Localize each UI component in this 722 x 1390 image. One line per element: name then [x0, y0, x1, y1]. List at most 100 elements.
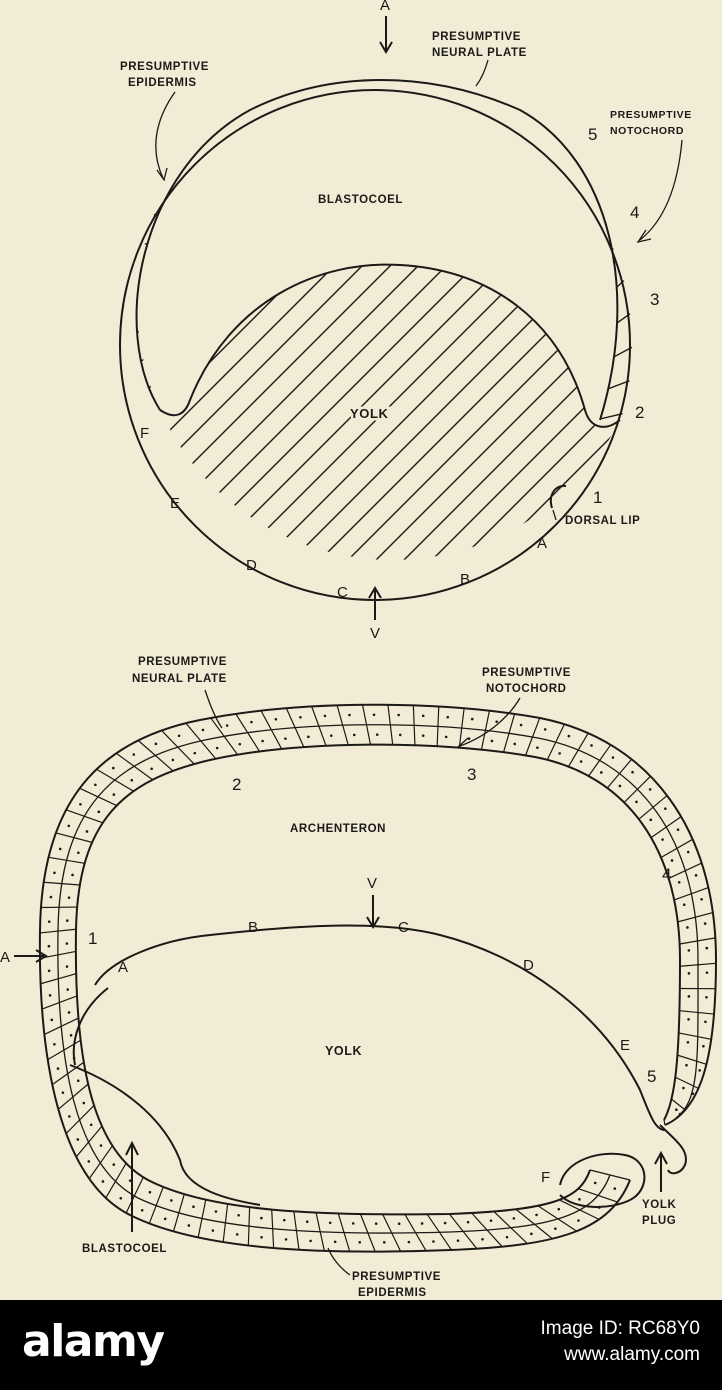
cell-nucleus-dot	[89, 1123, 93, 1127]
cell-wall-line	[172, 1194, 185, 1232]
ectoderm-hatch-line	[524, 142, 534, 192]
cell-wall-line	[96, 768, 134, 792]
yolk-hatch-line	[399, 264, 620, 561]
yolk-hatch-line	[160, 264, 620, 561]
bottom-notochord-leader	[456, 697, 521, 750]
top-epidermis-label-2: EPIDERMIS	[128, 77, 197, 89]
ectoderm-hatch-line	[136, 264, 176, 278]
yolk-hatch-line	[427, 264, 620, 561]
cell-nucleus-dot	[397, 713, 400, 717]
cell-nucleus-dot	[65, 919, 69, 922]
cell-nucleus-dot	[76, 1138, 80, 1141]
ectoderm-hatch-line	[153, 213, 203, 217]
top-letter-f: F	[140, 425, 149, 442]
cell-nucleus-dot	[505, 1235, 509, 1239]
cell-nucleus-dot	[691, 1092, 695, 1096]
cell-nucleus-dot	[407, 1240, 411, 1244]
cell-wall-line	[105, 1162, 127, 1199]
cell-nucleus-dot	[694, 874, 698, 877]
top-v-label: V	[370, 625, 380, 642]
cell-nucleus-dot	[66, 988, 70, 991]
ectoderm-hatch-line	[410, 90, 429, 137]
top-number-1: 1	[593, 488, 602, 507]
cell-nucleus-dot	[664, 807, 667, 810]
cell-nucleus-dot	[432, 1240, 435, 1243]
cell-wall-line	[493, 1211, 528, 1245]
top-diagram: A PRESUMPTIVE NEURAL PLATE PRESUMPTIVE E…	[119, 0, 691, 642]
ectoderm-hatch-line	[588, 346, 633, 372]
top-dorsal-lip-notch	[549, 484, 567, 509]
cell-nucleus-dot	[648, 788, 652, 791]
bottom-letter-e: E	[620, 1037, 630, 1054]
cell-nucleus-dot	[170, 1199, 173, 1202]
cell-nucleus-dot	[348, 713, 351, 717]
cell-nucleus-dot	[187, 1224, 191, 1227]
top-outer-membrane	[119, 89, 631, 601]
cell-nucleus-dot	[682, 903, 686, 906]
cell-nucleus-dot	[323, 714, 327, 718]
bottom-v-arrow	[366, 895, 380, 929]
ectoderm-hatch-line	[172, 186, 222, 196]
top-letter-c: C	[337, 584, 348, 601]
cell-nucleus-dot	[211, 1229, 215, 1232]
top-neural-plate-label-2: NEURAL PLATE	[432, 47, 527, 59]
cell-nucleus-dot	[383, 1241, 386, 1244]
cell-nucleus-dot	[421, 734, 425, 737]
cell-wall-line	[43, 881, 80, 886]
bottom-epidermis-label-1: PRESUMPTIVE	[352, 1271, 441, 1283]
cell-nucleus-dot	[444, 735, 448, 739]
top-dorsal-lip-leader	[552, 509, 557, 521]
bottom-letter-f: F	[541, 1169, 550, 1186]
bottom-neural-plate-label-1: PRESUMPTIVE	[138, 656, 227, 668]
cell-nucleus-dot	[274, 718, 278, 721]
cell-nucleus-dot	[112, 793, 116, 796]
cell-nucleus-dot	[372, 713, 376, 717]
bottom-outer-wall	[38, 703, 718, 1253]
cell-nucleus-dot	[705, 946, 709, 950]
cell-nucleus-dot	[65, 965, 69, 968]
cell-wall-line	[650, 816, 682, 839]
watermark-url: www.alamy.com	[564, 1344, 700, 1365]
yolk-hatch-line	[160, 264, 417, 561]
cell-nucleus-dot	[600, 771, 603, 774]
cell-nucleus-dot	[94, 783, 97, 787]
cell-nucleus-dot	[284, 737, 287, 740]
cell-nucleus-dot	[446, 715, 450, 719]
cell-nucleus-dot	[250, 720, 253, 724]
cell-wall-line	[559, 1199, 600, 1220]
cell-nucleus-dot	[68, 1115, 71, 1118]
cell-wall-line	[65, 1105, 95, 1134]
cell-wall-line	[677, 912, 714, 923]
cell-nucleus-dot	[682, 1086, 685, 1090]
cell-wall-line	[387, 704, 394, 745]
watermark-logo: alamy	[22, 1316, 165, 1367]
cell-nucleus-dot	[466, 1220, 470, 1224]
yolk-hatch-line	[160, 264, 557, 561]
cell-nucleus-dot	[128, 1179, 132, 1182]
ectoderm-hatch-line	[343, 89, 373, 131]
cell-nucleus-dot	[351, 1222, 355, 1225]
cell-wall-line	[678, 1032, 712, 1040]
cell-nucleus-dot	[513, 742, 517, 746]
bottom-yolk-boundary	[94, 924, 666, 1131]
cell-wall-line	[663, 1119, 666, 1126]
cell-wall-line	[55, 832, 93, 843]
ectoderm-hatch-line	[136, 291, 167, 310]
ectoderm-hatch-line	[543, 164, 559, 213]
cell-nucleus-dot	[420, 1222, 424, 1225]
cell-nucleus-dot	[85, 830, 89, 833]
yolk-hatch-line	[160, 264, 389, 561]
cell-nucleus-dot	[261, 739, 264, 743]
top-neural-plate-label-1: PRESUMPTIVE	[432, 31, 521, 43]
cell-nucleus-dot	[67, 896, 71, 899]
cell-nucleus-dot	[678, 1112, 682, 1116]
ectoderm-hatch-line	[503, 123, 507, 173]
cell-wall-line	[39, 928, 77, 934]
cell-nucleus-dot	[65, 942, 69, 945]
yolk-hatch-line	[371, 264, 620, 561]
yolk-hatch-line	[175, 264, 620, 561]
ectoderm-hatch-line	[220, 139, 266, 161]
cell-wall-line	[210, 717, 239, 756]
yolk-hatch-line	[203, 264, 620, 561]
cell-nucleus-dot	[99, 1144, 103, 1147]
